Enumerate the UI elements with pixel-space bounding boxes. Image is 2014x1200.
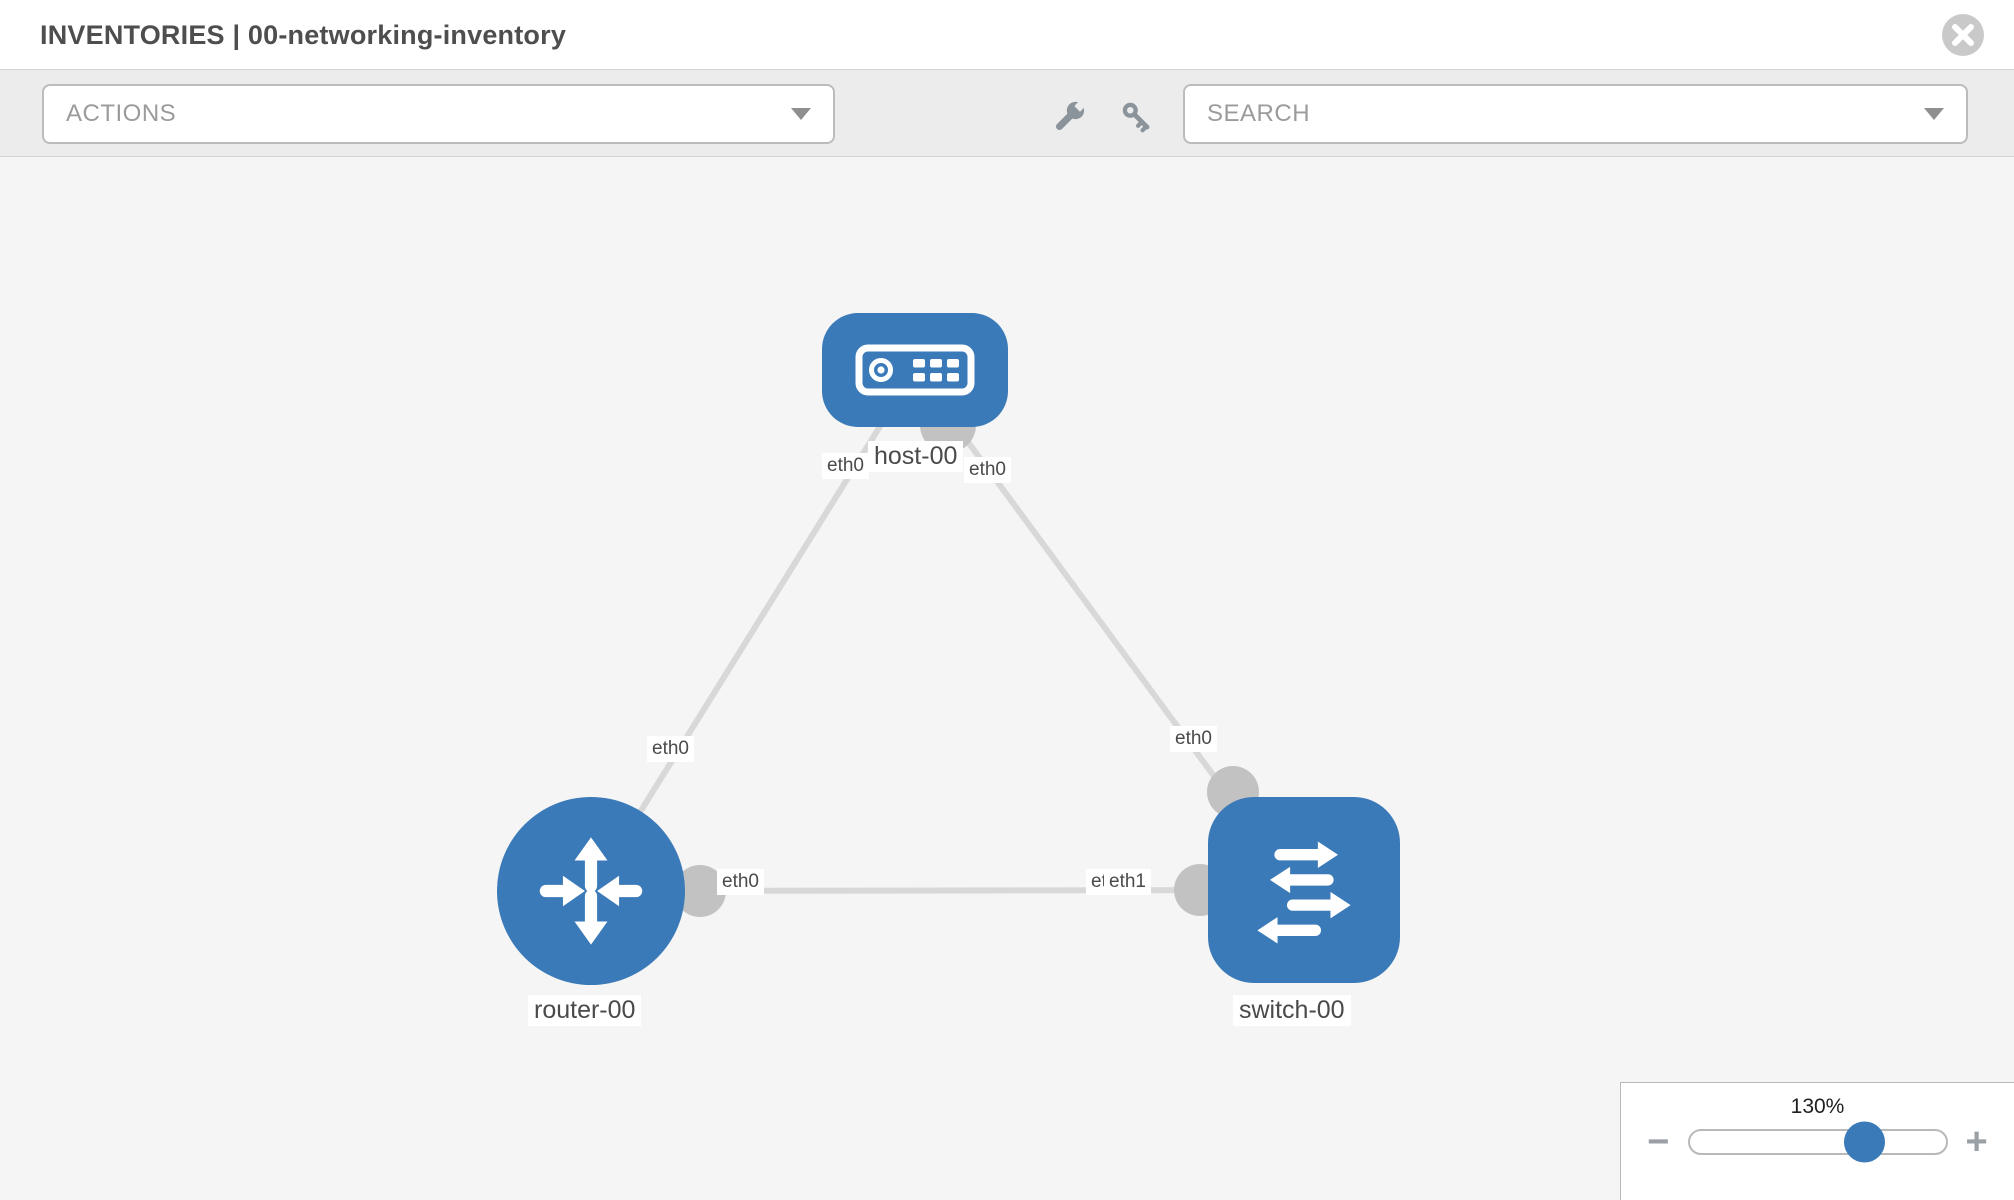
actions-dropdown-label: ACTIONS (66, 100, 177, 127)
zoom-slider-thumb[interactable] (1843, 1121, 1885, 1163)
wrench-icon (1040, 88, 1098, 145)
zoom-in-button[interactable]: + (1965, 1121, 1988, 1163)
node-host-00[interactable] (822, 313, 1008, 427)
toolbar: ACTIONS (0, 70, 2014, 157)
interface-dot-router (674, 865, 726, 917)
close-button[interactable] (1941, 13, 1985, 57)
close-icon (1942, 14, 1984, 56)
search-dropdown[interactable]: SEARCH (1183, 84, 1968, 144)
interface-label-router-eth0-right: eth0 (717, 869, 764, 895)
node-router-00[interactable] (497, 797, 685, 985)
zoom-control-panel: 130% − + (1620, 1082, 2014, 1200)
key-icon (1122, 102, 1150, 132)
interface-label-host-eth0-right: eth0 (964, 457, 1011, 483)
interface-label-host-eth0-left: eth0 (822, 453, 869, 479)
node-label-router-00: router-00 (528, 995, 642, 1026)
router-icon (539, 837, 643, 945)
credentials-button[interactable] (1115, 96, 1159, 140)
node-label-host-00: host-00 (868, 441, 964, 472)
chevron-down-icon (791, 108, 811, 120)
node-switch-00[interactable] (1208, 797, 1400, 983)
page-title: INVENTORIES | 00-networking-inventory (40, 20, 567, 50)
zoom-out-button[interactable]: − (1647, 1121, 1670, 1163)
interface-label-switch-eth1: eth1 (1104, 869, 1151, 895)
adhoc-commands-button[interactable] (1040, 88, 1098, 145)
server-icon (855, 344, 975, 396)
node-label-switch-00: switch-00 (1233, 995, 1351, 1026)
modal-header: INVENTORIES | 00-networking-inventory (0, 0, 2014, 70)
topology-canvas[interactable]: host-00 router-00 switch-00 eth0 eth0 et… (0, 157, 2014, 1200)
interface-label-router-eth0-uplink: eth0 (647, 736, 694, 762)
switch-icon (1257, 841, 1351, 944)
zoom-slider[interactable] (1687, 1121, 1948, 1163)
search-dropdown-label: SEARCH (1207, 100, 1311, 127)
chevron-down-icon (1924, 108, 1944, 120)
topology-links-layer (588, 368, 1305, 917)
actions-dropdown[interactable]: ACTIONS (42, 84, 835, 144)
interface-label-switch-eth0-uplink: eth0 (1170, 726, 1217, 752)
zoom-level: 130% (1790, 1095, 1845, 1118)
